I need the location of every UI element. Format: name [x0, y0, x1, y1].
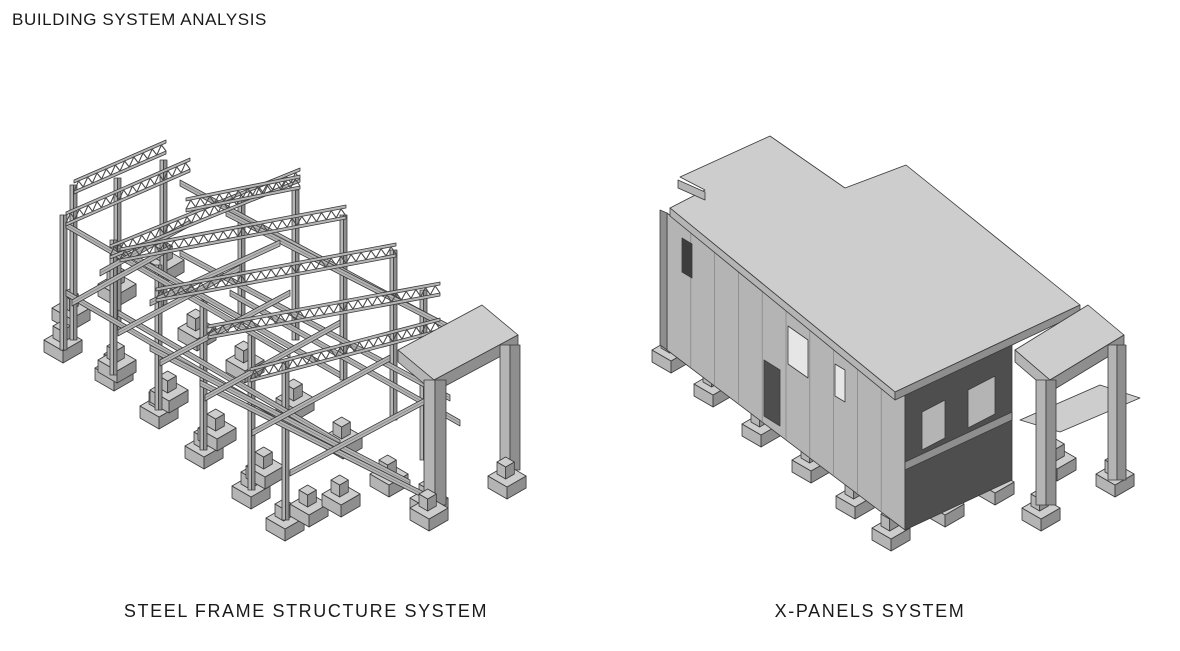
- steel-beam-cross-2: [159, 289, 291, 367]
- xp-window-front-2: [967, 375, 996, 429]
- xp-portal-column-back: [1107, 344, 1127, 481]
- xp-walls: [659, 209, 1013, 531]
- xp-floor-band: [904, 411, 1013, 471]
- xp-window-small: [834, 363, 846, 403]
- xp-roof: [669, 135, 1081, 401]
- footing-2-3: [245, 446, 285, 490]
- steel-frame-caption: STEEL FRAME STRUCTURE SYSTEM: [123, 601, 489, 621]
- portal-column-front: [423, 379, 447, 506]
- steel-frame-isometric: [43, 139, 527, 542]
- portal-column-back: [499, 344, 521, 471]
- footing-2-5: [321, 474, 361, 518]
- xp-window-mid: [787, 325, 809, 379]
- steel-beam-cross-4: [251, 354, 391, 437]
- page-title: BUILDING SYSTEM ANALYSIS: [12, 10, 267, 29]
- roof-truss-7: [185, 174, 301, 213]
- footing-2-4: [289, 484, 329, 528]
- xp-window-front-1: [921, 399, 946, 451]
- roof-truss-1: [65, 157, 191, 227]
- concrete-portal-frame: [397, 304, 527, 532]
- xp-portal-column-front: [1035, 379, 1057, 506]
- steel-beam-cross-7: [149, 239, 281, 307]
- roof-truss-5: [207, 281, 441, 340]
- roof-truss-3: [119, 204, 347, 263]
- steel-beam-cross-3: [204, 319, 341, 402]
- xp-opening-left: [763, 359, 781, 427]
- xp-window-left: [681, 237, 693, 279]
- xp-portal-frame: [1014, 304, 1141, 506]
- steel-column-4: [109, 239, 118, 376]
- x-panels-isometric: [651, 135, 1141, 552]
- footing-2-2: [197, 408, 237, 452]
- roof-truss-0: [73, 139, 167, 195]
- x-panels-caption: X-PANELS SYSTEM: [774, 601, 966, 621]
- portal-footing-front: [409, 488, 449, 532]
- steel-column-3: [59, 214, 68, 351]
- roof-truss-4: [155, 242, 397, 303]
- portal-footing-back: [487, 456, 527, 500]
- steel-column-8: [281, 359, 290, 521]
- steel-column-0: [69, 184, 78, 341]
